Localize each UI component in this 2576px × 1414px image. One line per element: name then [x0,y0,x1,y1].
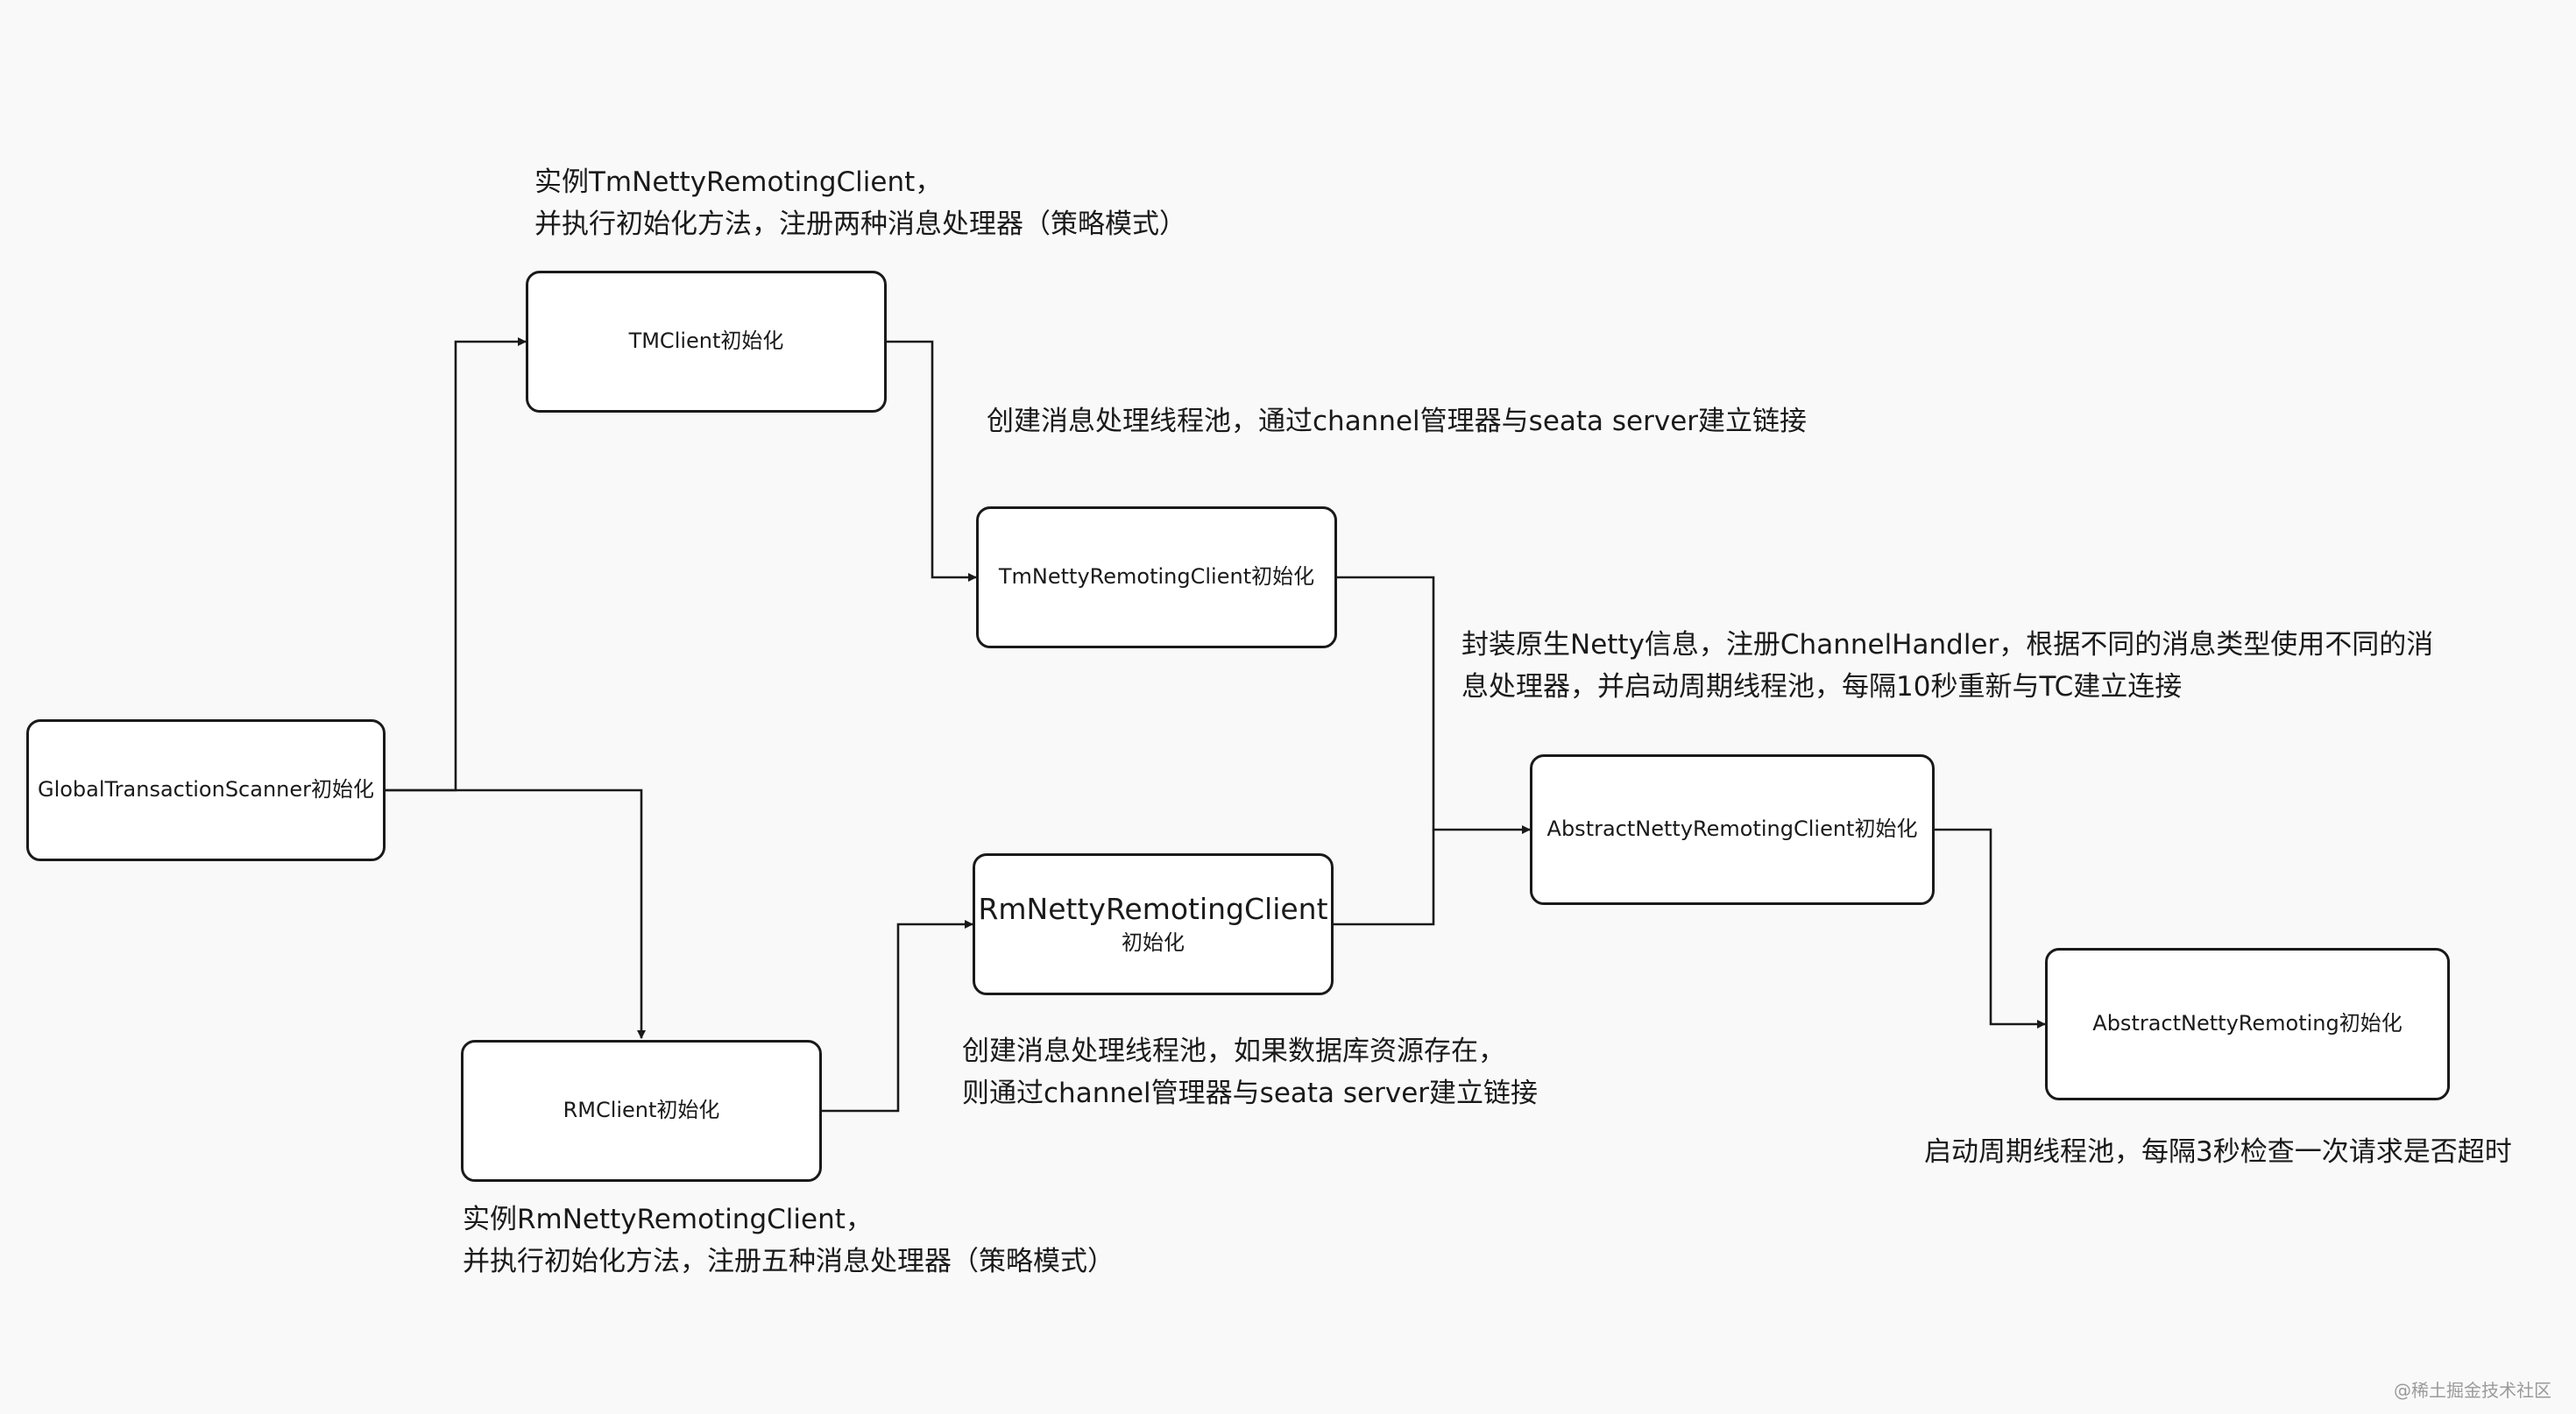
node-label: AbstractNettyRemotingClient初始化 [1546,817,1918,842]
note-line: 并执行初始化方法，注册两种消息处理器（策略模式） [534,209,1186,240]
node-global-transaction-scanner: GlobalTransactionScanner初始化 [26,719,386,861]
note-line: 实例TmNettyRemotingClient， [534,166,943,198]
node-abstract-netty-remoting-client-init: AbstractNettyRemotingClient初始化 [1530,754,1935,905]
node-label-line2: 初始化 [1122,930,1185,956]
note-line: 启动周期线程池，每隔3秒检查一次请求是否超时 [1924,1136,2512,1168]
node-label: AbstractNettyRemoting初始化 [2092,1011,2403,1036]
note-line: 并执行初始化方法，注册五种消息处理器（策略模式） [463,1246,1115,1277]
edge-rmclient-to-rmnetty [822,920,973,1113]
edge-tmclient-to-tmnetty [887,340,977,582]
note-tm-netty: 创建消息处理线程池，通过channel管理器与seata server建立链接 [987,400,1807,442]
note-line: 创建消息处理线程池，如果数据库资源存在， [962,1036,1505,1067]
watermark: @稀土掘金技术社区 [2394,1380,2551,1401]
note-rm-netty: 创建消息处理线程池，如果数据库资源存在， 则通过channel管理器与seata… [962,1030,1538,1114]
note-line: 封装原生Netty信息，注册ChannelHandler，根据不同的消息类型使用… [1461,629,2434,661]
node-label: TmNettyRemotingClient初始化 [998,564,1315,590]
node-label: TMClient初始化 [628,329,784,354]
edge-rmnetty-to-abstractclient [1334,830,1435,926]
note-line: 则通过channel管理器与seata server建立链接 [962,1078,1539,1109]
edge-tmnetty-to-abstractclient [1337,576,1531,834]
note-line: 实例RmNettyRemotingClient， [463,1204,873,1235]
edge-abstractclient-to-abstractnetty [1935,828,2046,1029]
note-abstract-client: 封装原生Netty信息，注册ChannelHandler，根据不同的消息类型使用… [1461,624,2433,708]
note-line: 息处理器，并启动周期线程池，每隔10秒重新与TC建立连接 [1461,671,2183,703]
node-label: GlobalTransactionScanner初始化 [37,777,375,802]
edge-scanner-to-rmclient [386,788,646,1039]
node-abstract-netty-remoting-init: AbstractNettyRemoting初始化 [2045,948,2450,1100]
node-label-line1: RmNettyRemotingClient [978,891,1328,926]
node-rmclient-init: RMClient初始化 [461,1040,822,1182]
node-tm-netty-remoting-client-init: TmNettyRemotingClient初始化 [976,506,1337,648]
node-tmclient-init: TMClient初始化 [526,271,887,413]
note-abstract-netty: 启动周期线程池，每隔3秒检查一次请求是否超时 [1924,1131,2512,1173]
node-label: RMClient初始化 [563,1098,720,1123]
note-line: 创建消息处理线程池，通过channel管理器与seata server建立链接 [987,406,1808,437]
node-rm-netty-remoting-client-init: RmNettyRemotingClient 初始化 [973,853,1334,995]
note-rmclient: 实例RmNettyRemotingClient， 并执行初始化方法，注册五种消息… [463,1198,1115,1283]
note-tmclient: 实例TmNettyRemotingClient， 并执行初始化方法，注册两种消息… [534,161,1186,245]
edge-scanner-to-tmclient [386,337,527,792]
